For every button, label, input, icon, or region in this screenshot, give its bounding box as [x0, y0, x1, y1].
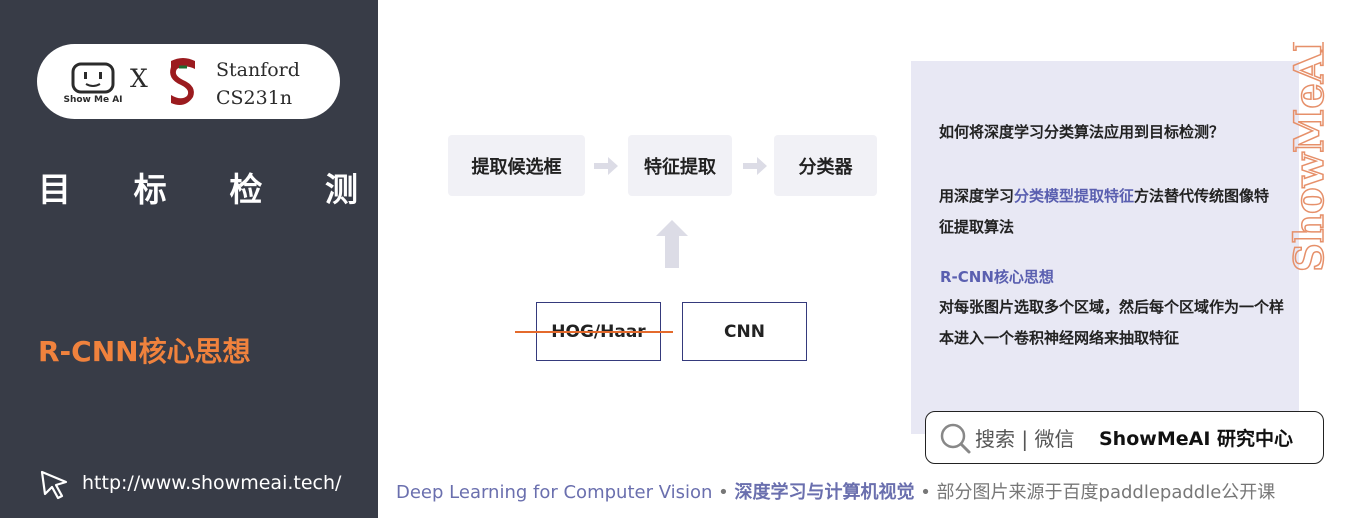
footer-course: Deep Learning for Computer Vision [396, 482, 713, 503]
cross-mark: X [130, 64, 148, 93]
showmeai-watermark: ShowMeAI [1285, 42, 1333, 272]
footer: Deep Learning for Computer Vision • 深度学习… [396, 478, 1275, 504]
footer-separator: • [712, 482, 735, 503]
answer-pre: 用深度学习 [939, 187, 1015, 205]
rcnn-body: 对每张图片选取多个区域，然后每个区域作为一个样本进入一个卷积神经网络来抽取特征 [939, 298, 1285, 347]
stanford-label: Stanford CS231n [216, 56, 300, 112]
title-char: 标 [133, 170, 167, 209]
footer-course-cn: 深度学习与计算机视觉 [734, 482, 915, 503]
rcnn-heading: R-CNN核心思想 [940, 268, 1054, 286]
feature-cnn: CNN [682, 302, 807, 361]
title-char: 目 [38, 170, 71, 209]
footer-separator: • [914, 482, 937, 503]
showmeai-logo-icon [71, 62, 115, 94]
logo-text: Show Me AI [63, 95, 123, 105]
step-feature-extraction: 特征提取 [628, 135, 732, 196]
section-title: R-CNN核心思想 [38, 335, 251, 368]
footer-source-note: 部分图片来源于百度paddlepaddle公开课 [936, 482, 1276, 503]
stanford-logo-icon [170, 58, 195, 105]
explanation-panel [911, 61, 1299, 434]
title-char: 测 [324, 170, 358, 209]
pipeline-diagram: 提取候选框 特征提取 分类器 HOG/Haar CNN ShowMeAI 如何将… [378, 0, 1361, 518]
arrow-right-icon [594, 157, 618, 175]
question-text: 如何将深度学习分类算法应用到目标检测？ [939, 123, 1225, 141]
arrow-right-icon [743, 157, 767, 175]
search-badge[interactable]: 搜索 | 微信 ShowMeAI 研究中心 [925, 411, 1324, 464]
strikethrough-line [515, 331, 673, 333]
search-label: 搜索 | 微信 [975, 427, 1075, 451]
search-brand: ShowMeAI 研究中心 [1099, 428, 1293, 450]
cursor-icon [40, 470, 68, 500]
sidebar: Show Me AI X Stanford CS231n 目 标 检 测 R-C… [0, 0, 378, 518]
step-region-proposal: 提取候选框 [448, 135, 585, 196]
arrow-up-icon [656, 220, 688, 268]
stanford-line2: CS231n [216, 87, 293, 109]
answer-highlight: 分类模型提取特征 [1014, 187, 1135, 205]
search-icon [940, 423, 971, 454]
logo-pill [37, 44, 340, 119]
site-url-link[interactable]: http://www.showmeai.tech/ [82, 472, 342, 494]
answer-text: 用深度学习分类模型提取特征方法替代传统图像特征提取算法 [939, 181, 1279, 243]
stanford-line1: Stanford [216, 59, 300, 81]
watermark-text: ShowMeAI [1286, 42, 1333, 272]
page-title: 目 标 检 测 [38, 163, 358, 211]
slide-content: 提取候选框 特征提取 分类器 HOG/Haar CNN ShowMeAI 如何将… [378, 0, 1361, 518]
title-char: 检 [229, 170, 263, 209]
step-classifier: 分类器 [774, 135, 877, 196]
answer-post: 方法替代传统图像特征提取算法 [939, 187, 1270, 236]
